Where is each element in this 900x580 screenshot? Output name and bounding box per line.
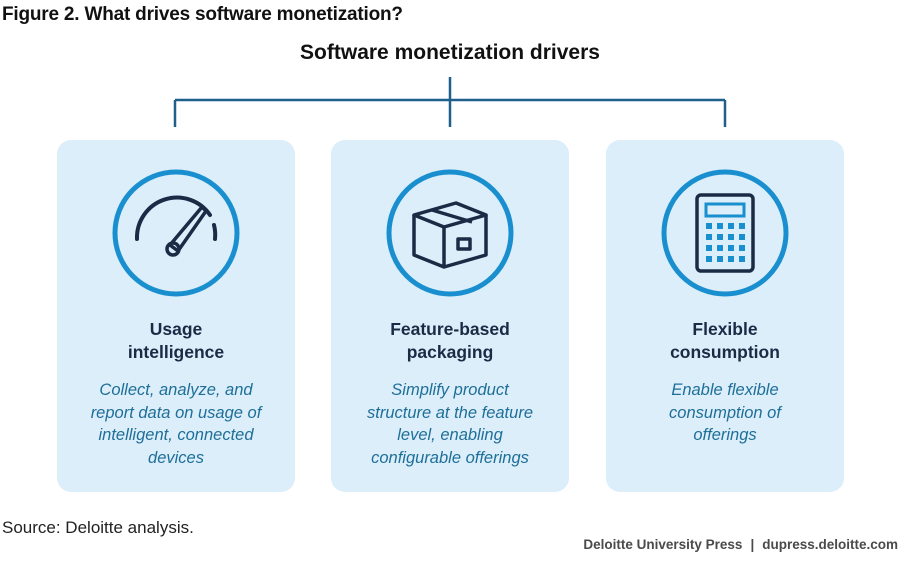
publisher-name: Deloitte University Press (583, 537, 743, 552)
diagram-title: Software monetization drivers (300, 41, 600, 64)
driver-heading: Feature-based packaging (390, 319, 510, 362)
calculator-icon (659, 167, 791, 299)
package-box-icon (384, 167, 516, 299)
publisher-site: dupress.deloitte.com (762, 537, 898, 552)
driver-description: Collect, analyze, and report data on usa… (90, 381, 262, 467)
driver-heading: Usage intelligence (127, 319, 225, 362)
source-note: Source: Deloitte analysis. (2, 518, 194, 537)
driver-card-feature-based-packaging: Feature-based packaging Simplify product… (331, 140, 569, 492)
figure-title: Figure 2. What drives software monetizat… (2, 4, 403, 25)
speedometer-icon (110, 167, 242, 299)
driver-heading: Flexible consumption (670, 319, 780, 362)
driver-description: Enable flexible consumption of offerings (669, 381, 781, 444)
tree-connector (173, 77, 727, 127)
driver-card-usage-intelligence: Usage intelligence Collect, analyze, and… (57, 140, 295, 492)
driver-card-flexible-consumption: Flexible consumption Enable flexible con… (606, 140, 844, 492)
publisher-credit: Deloitte University Press | dupress.deloit… (583, 537, 898, 552)
credit-separator: | (750, 537, 755, 552)
driver-description: Simplify product structure at the featur… (366, 381, 533, 467)
